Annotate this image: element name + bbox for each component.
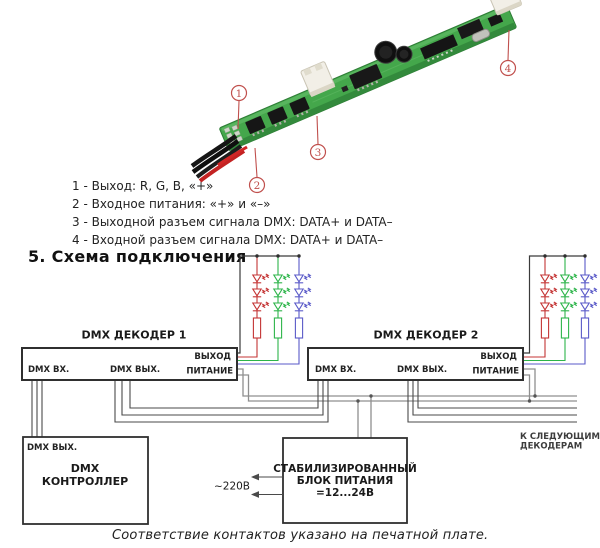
led-chain-green — [523, 256, 578, 362]
footer-caption: Соответствие контактов указано на печатн… — [112, 528, 489, 543]
led-chains-decoder1 — [237, 254, 312, 365]
callout-4-circle — [499, 59, 517, 77]
callout-3-circle — [309, 143, 327, 161]
led-chain-blue — [237, 256, 312, 365]
controller-name-line1: DMX — [71, 462, 100, 475]
dmx-wires — [31, 380, 577, 437]
section-heading: 5. Схема подключения — [28, 247, 247, 266]
decoder2-dmx-out-label: DMX ВЫХ. — [397, 365, 447, 375]
smd-part — [341, 85, 349, 93]
callout-2: 2 — [248, 147, 266, 194]
mosfet-chips — [245, 97, 310, 137]
callout-4-number: 4 — [505, 63, 512, 75]
output-wires — [190, 134, 248, 183]
chain-junction-dots — [543, 254, 587, 258]
mcu-ic — [457, 18, 484, 40]
legend-item-1: 1 - Выход: R, G, B, «+» — [72, 179, 214, 193]
common-plus-wire — [523, 255, 585, 354]
controller-dmx-out-label: DMX ВЫХ. — [27, 443, 77, 453]
decoder2-dmx-in-label: DMX ВХ. — [315, 365, 356, 375]
mains-input-arrows — [251, 473, 283, 498]
pin-legend: 1 - Выход: R, G, B, «+» 2 - Входное пита… — [72, 179, 393, 251]
led-chain-blue — [523, 256, 598, 365]
decoder2-output-label: ВЫХОД — [480, 352, 517, 362]
decoder2-box: DMX ДЕКОДЕР 2 DMX ВХ. DMX ВЫХ. ВЫХОД ПИТ… — [307, 329, 524, 381]
led-chain-red — [523, 256, 558, 358]
crystal-oscillator — [471, 28, 491, 43]
pcb-edge-shade — [227, 22, 516, 151]
led-chains-decoder2 — [523, 254, 598, 365]
led-chain-green — [237, 256, 291, 362]
controller-name-line2: КОНТРОЛЛЕР — [42, 475, 128, 488]
decoder2-power-label: ПИТАНИЕ — [472, 367, 519, 377]
transceiver-ic — [487, 13, 504, 27]
callout-3: 3 — [309, 115, 327, 161]
callout-2-number: 2 — [254, 180, 261, 192]
callout-4: 4 — [499, 29, 517, 77]
callout-2-circle — [248, 176, 266, 194]
decoder1-output-label: ВЫХОД — [194, 352, 231, 362]
power-bus-junctions — [356, 394, 537, 403]
callout-3-number: 3 — [315, 147, 322, 159]
electrolytic-caps — [374, 40, 413, 64]
shift-register-ic — [420, 34, 458, 62]
psu-name-line1: СТАБИЛИЗИРОВАННЫЙ — [273, 462, 417, 475]
chain-junction-dots — [255, 254, 301, 258]
pcb-board — [219, 0, 523, 151]
driver-ic — [349, 64, 383, 92]
callout-1-number: 1 — [236, 88, 243, 100]
next-decoders-note: К СЛЕДУЮЩИМ ДЕКОДЕРАМ — [520, 432, 600, 452]
legend-item-2: 2 - Входное питания: «+» и «–» — [72, 197, 271, 211]
wiring-diagram: DMX ДЕКОДЕР 1 DMX ВХ. DMX ВЫХ. ВЫХОД ПИТ… — [21, 254, 600, 525]
controller-box: DMX ВЫХ. DMX КОНТРОЛЛЕР — [22, 436, 149, 525]
legend-item-3: 3 - Выходной разъем сигнала DMX: DATA+ и… — [72, 215, 393, 229]
pcb-photo: 1 2 3 4 — [190, 0, 523, 194]
callout-1: 1 — [230, 84, 248, 130]
dmx-out-connector — [300, 61, 336, 98]
mains-voltage-label: ~220В — [214, 481, 250, 493]
dmx-in-connector — [486, 0, 523, 16]
decoder1-box: DMX ДЕКОДЕР 1 DMX ВХ. DMX ВЫХ. ВЫХОД ПИТ… — [21, 329, 238, 381]
next-decoders-line2: ДЕКОДЕРАМ — [520, 442, 582, 452]
psu-name-line3: =12...24В — [316, 487, 374, 499]
pcb-edge-highlight — [221, 6, 508, 132]
decoder1-title: DMX ДЕКОДЕР 1 — [82, 329, 187, 342]
decoder1-dmx-out-label: DMX ВЫХ. — [110, 365, 160, 375]
decoder1-dmx-in-label: DMX ВХ. — [28, 365, 69, 375]
legend-item-4: 4 - Входной разъем сигнала DMX: DATA+ и … — [72, 233, 384, 247]
psu-box: СТАБИЛИЗИРОВАННЫЙ БЛОК ПИТАНИЯ =12...24В… — [214, 437, 417, 524]
decoder2-title: DMX ДЕКОДЕР 2 — [374, 329, 479, 342]
led-chain-red — [237, 256, 270, 358]
next-decoders-line1: К СЛЕДУЮЩИМ — [520, 432, 600, 442]
psu-name-line2: БЛОК ПИТАНИЯ — [297, 475, 393, 487]
callout-1-circle — [230, 84, 248, 102]
decoder1-power-label: ПИТАНИЕ — [186, 367, 233, 377]
common-plus-wire — [237, 255, 299, 354]
